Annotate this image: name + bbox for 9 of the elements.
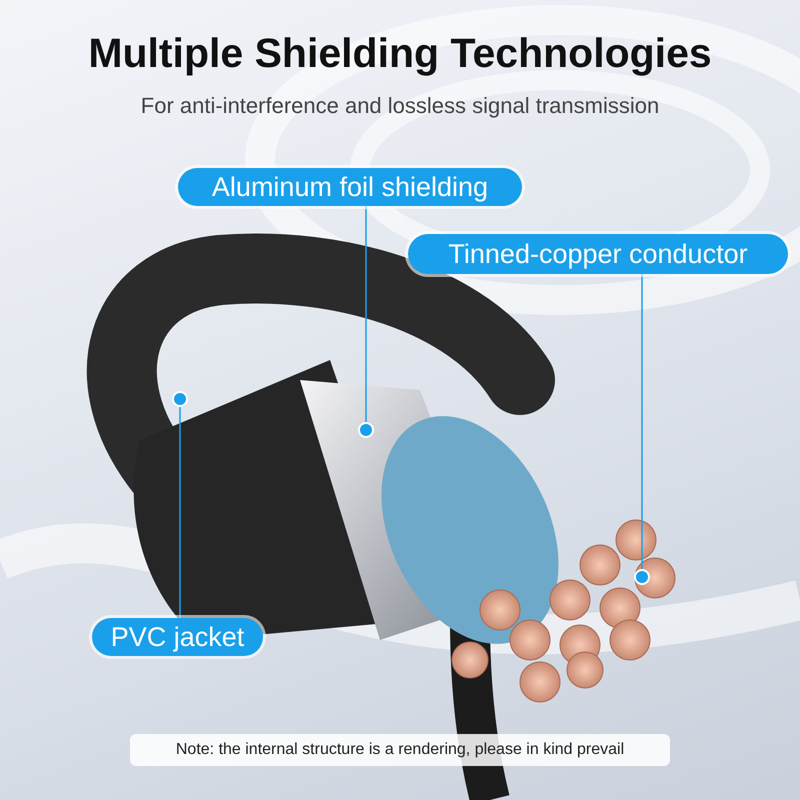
subtitle: For anti-interference and lossless signal transmission — [140, 93, 660, 119]
leader-line — [179, 407, 181, 618]
callout-label: Tinned-copper conductor — [408, 234, 788, 274]
callout-label: Aluminum foil shielding — [178, 168, 522, 206]
leader-line — [365, 206, 367, 422]
title: Multiple Shielding Technologies — [87, 30, 713, 77]
callout-label: PVC jacket — [92, 618, 263, 656]
callout-dot — [172, 391, 188, 407]
note-text: Note: the internal structure is a rendering, please in kind prevail — [130, 734, 670, 766]
